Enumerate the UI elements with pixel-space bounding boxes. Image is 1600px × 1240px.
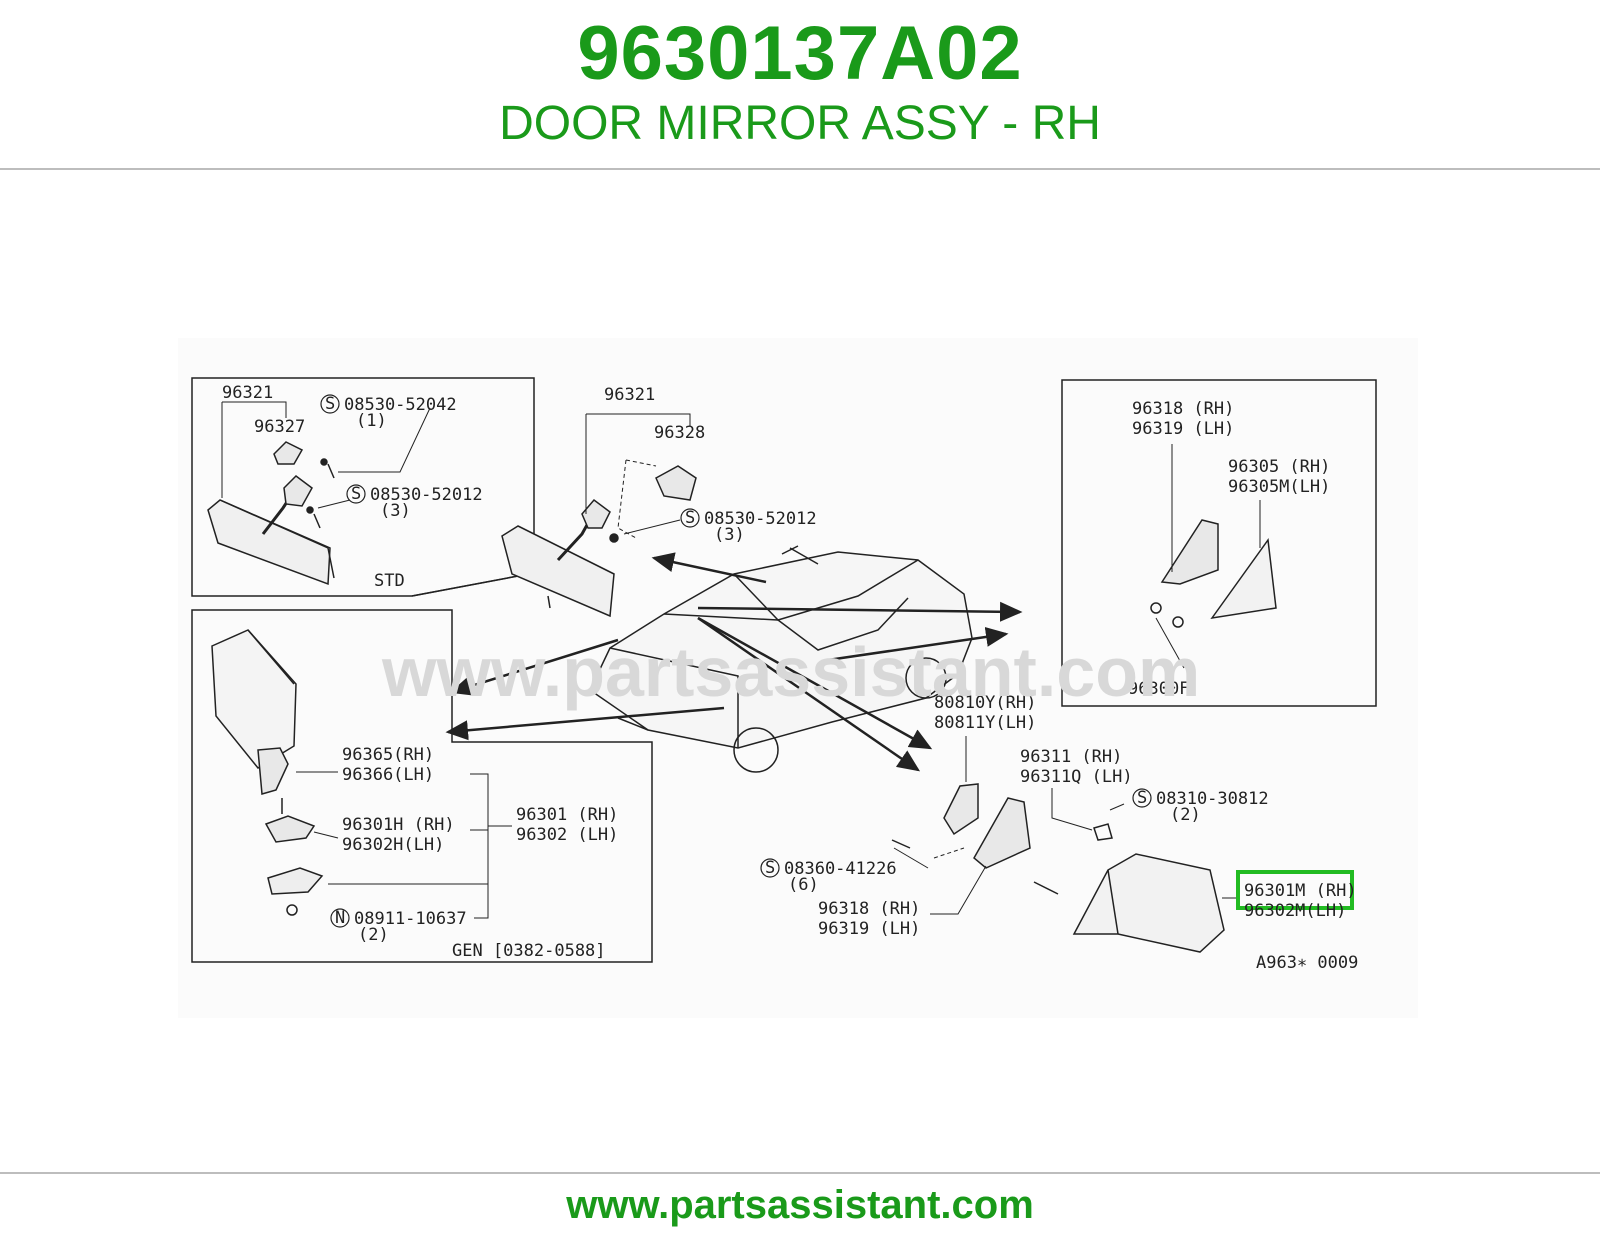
std-label-4: 08530-52012 (370, 485, 483, 505)
std-label-0: 96321 (222, 383, 273, 403)
std-label-5: (3) (380, 501, 411, 521)
gen-label-2: 96301H (RH) (342, 815, 455, 835)
detail-label-1: 96319 (LH) (1132, 419, 1234, 439)
std-screw-symbol-2 (346, 484, 366, 504)
std-label-1: 96327 (254, 417, 305, 437)
door-label-8: 96318 (RH) (818, 899, 920, 919)
door-label-4: 08310-30812 (1156, 789, 1269, 809)
door-screw-symbol-2 (760, 858, 780, 878)
door-label-10: 96301M (RH) (1244, 881, 1357, 901)
std-label-2: 08530-52042 (344, 395, 457, 415)
std-label-3: (1) (356, 411, 387, 431)
gen-nut-symbol (330, 908, 350, 928)
footer-divider (0, 1172, 1600, 1174)
page-header: 9630137A02 DOOR MIRROR ASSY - RH (0, 0, 1600, 168)
inner-label-1: 96328 (654, 423, 705, 443)
std-mirror-drawing (207, 441, 335, 586)
gen-label-7: (2) (358, 925, 389, 945)
detail-label-3: 96305M(LH) (1228, 477, 1330, 497)
detail-label-4: 96300F (1128, 679, 1189, 699)
gen-label-1: 96366(LH) (342, 765, 434, 785)
footer-website-link[interactable]: www.partsassistant.com (566, 1183, 1034, 1227)
std-inner-mirror-box: 96321 96327 S 08530-52042 (1) S 08530-52… (191, 377, 535, 597)
inner-label-2: 08530-52012 (704, 509, 817, 529)
gen-label-4: 96301 (RH) (516, 805, 618, 825)
gen-label-3: 96302H(LH) (342, 835, 444, 855)
door-screw-symbol-1 (1132, 788, 1152, 808)
car-illustration (589, 545, 973, 773)
door-mirror-exploded: 80810Y(RH) 80811Y(LH) 96311 (RH) 96311Q … (760, 693, 1357, 953)
door-label-2: 96311 (RH) (1020, 747, 1122, 767)
header-divider (0, 168, 1600, 170)
gen-label-6: 08911-10637 (354, 909, 467, 929)
parts-diagram: 96321 96327 S 08530-52042 (1) S 08530-52… (178, 338, 1418, 1018)
mirror-base-detail-box: 96318 (RH) 96319 (LH) 96305 (RH) 96305M(… (1061, 379, 1377, 707)
door-label-9: 96319 (LH) (818, 919, 920, 939)
inner-label-3: (3) (714, 525, 745, 545)
highlighted-part-box[interactable] (1236, 870, 1354, 910)
gen-tag: GEN [0382-0588] (452, 941, 606, 961)
gen-door-mirror-box: 96365(RH) 96366(LH) 96301H (RH) 96302H(L… (191, 609, 653, 963)
door-label-7: (6) (788, 875, 819, 895)
std-tag: STD (374, 571, 405, 591)
door-label-11: 96302M(LH) (1244, 901, 1346, 921)
callout-arrows (445, 552, 1023, 772)
std-screw-symbol-1 (320, 394, 340, 414)
svg-text:S: S (765, 858, 775, 878)
part-number-title: 9630137A02 (577, 11, 1023, 96)
diagram-code: A963∗ 0009 (1256, 953, 1358, 973)
detail-label-0: 96318 (RH) (1132, 399, 1234, 419)
svg-text:S: S (325, 394, 335, 414)
part-name-subtitle: DOOR MIRROR ASSY - RH (499, 97, 1101, 150)
inner-screw-symbol (680, 508, 700, 528)
svg-text:N: N (335, 908, 345, 928)
gen-mirror-drawing (211, 629, 324, 916)
parts-diagram-svg: 96321 96327 S 08530-52042 (1) S 08530-52… (178, 338, 1418, 1018)
door-label-3: 96311Q (LH) (1020, 767, 1133, 787)
door-label-5: (2) (1170, 805, 1201, 825)
svg-text:S: S (351, 484, 361, 504)
detail-label-2: 96305 (RH) (1228, 457, 1330, 477)
door-label-1: 80811Y(LH) (934, 713, 1036, 733)
svg-text:S: S (685, 508, 695, 528)
door-label-0: 80810Y(RH) (934, 693, 1036, 713)
inner-mirror-assembly: 96321 96328 S 08530-52012 (3) (501, 385, 817, 618)
door-label-6: 08360-41226 (784, 859, 897, 879)
inner-label-0: 96321 (604, 385, 655, 405)
gen-label-0: 96365(RH) (342, 745, 434, 765)
gen-label-5: 96302 (LH) (516, 825, 618, 845)
watermark: www.partsassistant.com (381, 633, 1200, 711)
svg-text:S: S (1137, 788, 1147, 808)
